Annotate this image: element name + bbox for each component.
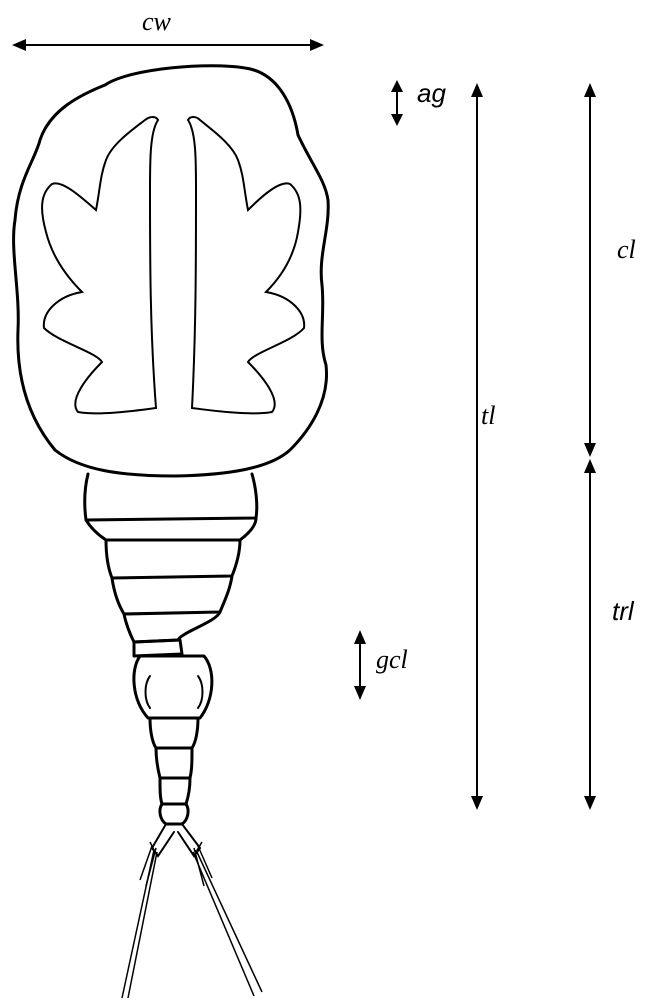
gcl-label: gcl (376, 645, 408, 674)
abdominal-segment-3 (160, 778, 190, 804)
thoracic-segment-4 (112, 576, 232, 614)
ag-label: ag (417, 78, 446, 108)
caudal-setae-right (193, 842, 262, 996)
carapace-inner-right (188, 117, 304, 413)
gcl-dimension-arrow (354, 630, 366, 700)
abdominal-segment-2 (156, 748, 192, 778)
genital-vesicle-right (198, 676, 203, 708)
genital-collar (134, 640, 182, 656)
thoracic-segment-5 (124, 612, 220, 642)
tl-label: tl (481, 401, 495, 430)
trl-label: trl (612, 596, 635, 626)
thoracic-segment-3 (106, 540, 240, 578)
carapace-outline (14, 66, 329, 476)
tl-dimension-arrow (471, 83, 483, 810)
copepod-specimen (14, 66, 329, 998)
carapace-inner-left (42, 117, 158, 413)
thoracic-segment-1 (85, 474, 257, 520)
trl-dimension-arrow (584, 459, 596, 810)
cl-label: cl (617, 235, 636, 264)
cl-dimension-arrow (584, 83, 596, 457)
caudal-setae-left (122, 842, 157, 998)
cw-label: cw (142, 7, 172, 36)
ag-dimension-arrow (391, 80, 403, 126)
abdominal-segment-1 (150, 718, 198, 748)
anal-segment (160, 804, 188, 824)
thoracic-segment-2 (86, 518, 256, 540)
genital-vesicle-left (146, 676, 151, 708)
cw-dimension-arrow (12, 39, 324, 51)
